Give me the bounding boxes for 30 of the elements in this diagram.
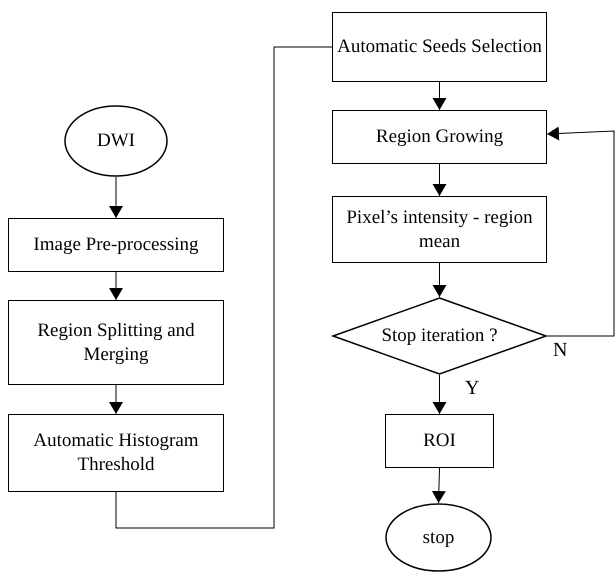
arrow bbox=[109, 176, 123, 218]
arrow bbox=[109, 384, 123, 414]
process-box bbox=[385, 414, 494, 468]
node-label: DWI bbox=[96, 129, 136, 153]
node-label: ROI bbox=[422, 429, 457, 453]
arrow bbox=[432, 82, 446, 110]
process-box bbox=[8, 218, 224, 272]
node-label: Pixel’s intensity - region mean bbox=[345, 206, 534, 254]
arrow bbox=[546, 126, 614, 336]
node-label: Region Growing bbox=[374, 125, 504, 149]
arrow bbox=[432, 262, 446, 298]
node-label: Stop iteration ? bbox=[380, 324, 499, 348]
terminal-ellipse bbox=[64, 105, 168, 177]
arrow bbox=[109, 272, 123, 300]
process-box bbox=[332, 110, 547, 164]
node-label: Region Splitting and Merging bbox=[36, 318, 196, 366]
arrow bbox=[432, 164, 446, 196]
node-label: Automatic Histogram Threshold bbox=[32, 429, 200, 477]
node-label: Automatic Seeds Selection bbox=[336, 35, 543, 59]
terminal-ellipse bbox=[385, 503, 492, 572]
decision-diamond bbox=[332, 297, 547, 375]
process-box bbox=[332, 12, 547, 82]
node-label: Image Pre-processing bbox=[32, 233, 200, 257]
process-box bbox=[332, 196, 547, 263]
node-label: stop bbox=[422, 526, 456, 550]
process-box bbox=[8, 414, 224, 492]
connector-line bbox=[116, 46, 332, 528]
arrow bbox=[432, 468, 446, 504]
process-box bbox=[8, 300, 224, 385]
arrow bbox=[432, 374, 446, 414]
